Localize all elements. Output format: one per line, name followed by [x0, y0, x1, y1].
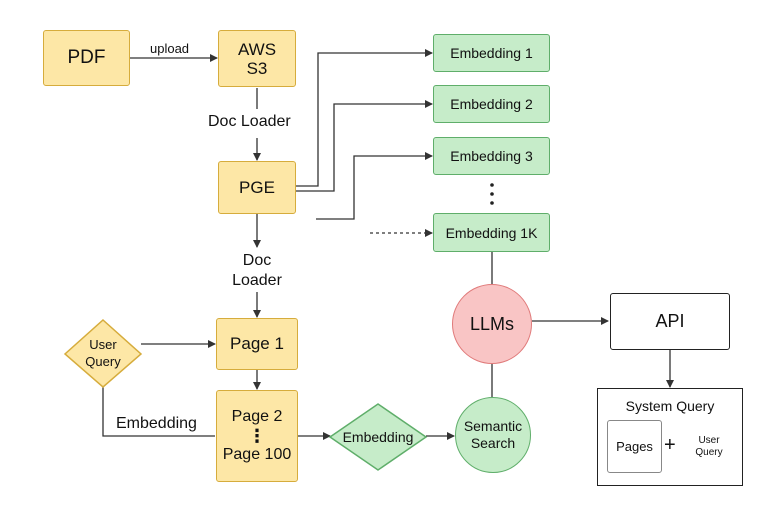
edge-query-embedding: [102, 385, 215, 437]
embedding-diamond-label: Embedding: [342, 429, 414, 445]
embedding3-node[interactable]: Embedding 3: [433, 137, 550, 175]
embedding1k-label: Embedding 1K: [445, 224, 538, 241]
semantic-search-node[interactable]: Semantic Search: [455, 397, 531, 473]
embedding-diamond-node[interactable]: Embedding: [336, 426, 420, 448]
embedding1k-node[interactable]: Embedding 1K: [433, 213, 550, 252]
user-label: User: [89, 337, 117, 352]
embedding1-node[interactable]: Embedding 1: [433, 34, 550, 72]
page1-label: Page 1: [230, 334, 284, 353]
user-query-diamond-shape: [63, 318, 143, 388]
embedding3-label: Embedding 3: [450, 148, 533, 164]
page100-label: Page 100: [222, 446, 292, 463]
small-user-query-node[interactable]: User Query: [686, 433, 732, 461]
page1-node[interactable]: Page 1: [216, 318, 298, 370]
small-query-label: Query: [695, 447, 723, 458]
edge-pge-emb2: [296, 100, 433, 192]
embedding-ellipsis: [490, 183, 494, 205]
user-query-node[interactable]: User Query: [75, 333, 131, 373]
s3-label: S3: [246, 58, 268, 78]
aws-label: AWS: [237, 39, 277, 59]
llms-label: LLMs: [469, 313, 514, 334]
semantic-label: Semantic: [463, 418, 523, 434]
pdf-label: PDF: [67, 47, 106, 68]
page-ellipsis: ⋮: [248, 426, 266, 446]
aws-s3-node[interactable]: AWS S3: [218, 30, 296, 87]
embedding2-label: Embedding 2: [450, 96, 533, 112]
pdf-node[interactable]: PDF: [43, 30, 130, 86]
embedding-edge-label: Embedding: [116, 415, 197, 432]
embedding1-label: Embedding 1: [450, 45, 533, 61]
system-query-label: System Query: [625, 398, 715, 414]
doc-loader-label-2: Doc Loader: [221, 250, 293, 292]
doc-loader-label-1: Doc Loader: [208, 113, 291, 130]
llms-node[interactable]: LLMs: [452, 284, 532, 364]
doc-label: Doc: [242, 252, 272, 269]
loader-label: Loader: [232, 272, 282, 289]
small-user-label: User: [698, 435, 720, 446]
api-label: API: [655, 311, 685, 331]
embedding-diamond-shape: [328, 403, 428, 471]
plus-sign: +: [664, 434, 676, 456]
api-node[interactable]: API: [610, 293, 730, 350]
search-label: Search: [470, 435, 516, 451]
page2-node[interactable]: Page 2 ⋮ Page 100: [216, 390, 298, 482]
edge-pge-emb3: [316, 152, 433, 220]
pages-node[interactable]: Pages: [607, 420, 662, 473]
embedding2-node[interactable]: Embedding 2: [433, 85, 550, 123]
page2-label: Page 2: [231, 408, 283, 425]
upload-label: upload: [150, 41, 190, 56]
pages-label: Pages: [616, 439, 653, 454]
edge-pge-emb1: [296, 49, 433, 187]
pge-label: PGE: [239, 177, 275, 197]
pge-node[interactable]: PGE: [218, 161, 296, 214]
query-label: Query: [85, 354, 121, 369]
